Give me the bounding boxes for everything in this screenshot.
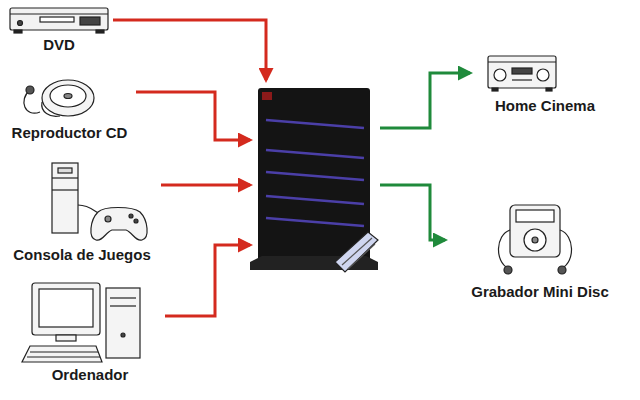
input-arrow <box>161 184 250 187</box>
input-arrow <box>136 92 250 140</box>
device-label: Grabador Mini Disc <box>445 283 635 301</box>
device-label: Ordenador <box>15 366 165 384</box>
device-label: DVD <box>5 36 113 54</box>
game-console-icon <box>52 163 147 240</box>
input-arrow <box>165 245 250 316</box>
input-arrow <box>113 20 266 80</box>
switch-node <box>250 80 380 272</box>
device-label: Home Cinema <box>470 97 620 115</box>
output-arrow <box>380 73 470 128</box>
cd-player-icon <box>24 80 94 116</box>
home-cinema-icon <box>488 56 556 91</box>
device-label: Reproductor CD <box>3 124 136 142</box>
device-node: DVD <box>5 2 113 54</box>
device-label: Consola de Juegos <box>3 246 161 264</box>
device-node: Ordenador <box>15 278 165 384</box>
minidisc-recorder-icon <box>498 205 571 274</box>
device-node: Home Cinema <box>470 45 620 115</box>
dvd-player-icon <box>10 8 108 33</box>
device-node: Reproductor CD <box>3 72 136 142</box>
device-node: Grabador Mini Disc <box>445 195 635 301</box>
device-node: Consola de Juegos <box>3 158 161 264</box>
switch-box-icon <box>250 88 378 272</box>
computer-icon <box>22 283 140 362</box>
output-arrow <box>380 185 445 240</box>
